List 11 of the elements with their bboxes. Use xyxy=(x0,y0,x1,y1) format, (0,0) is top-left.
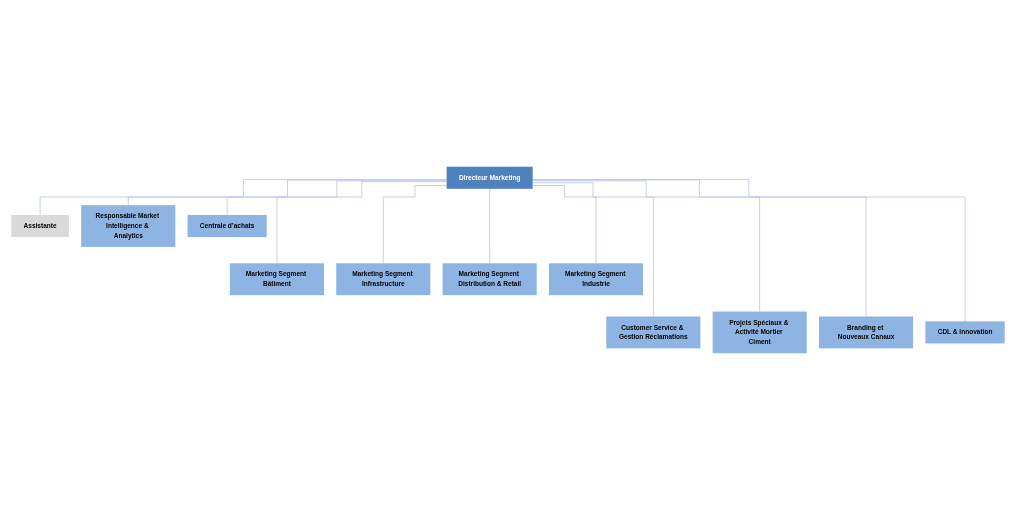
connector xyxy=(39,179,448,216)
connector xyxy=(276,181,448,264)
connector xyxy=(489,188,491,264)
connector xyxy=(226,180,448,216)
connector xyxy=(532,182,654,317)
connector xyxy=(532,180,761,312)
connector xyxy=(127,179,448,206)
connector xyxy=(532,179,867,317)
connector xyxy=(532,185,597,264)
connector xyxy=(532,179,966,322)
connector xyxy=(382,185,448,264)
